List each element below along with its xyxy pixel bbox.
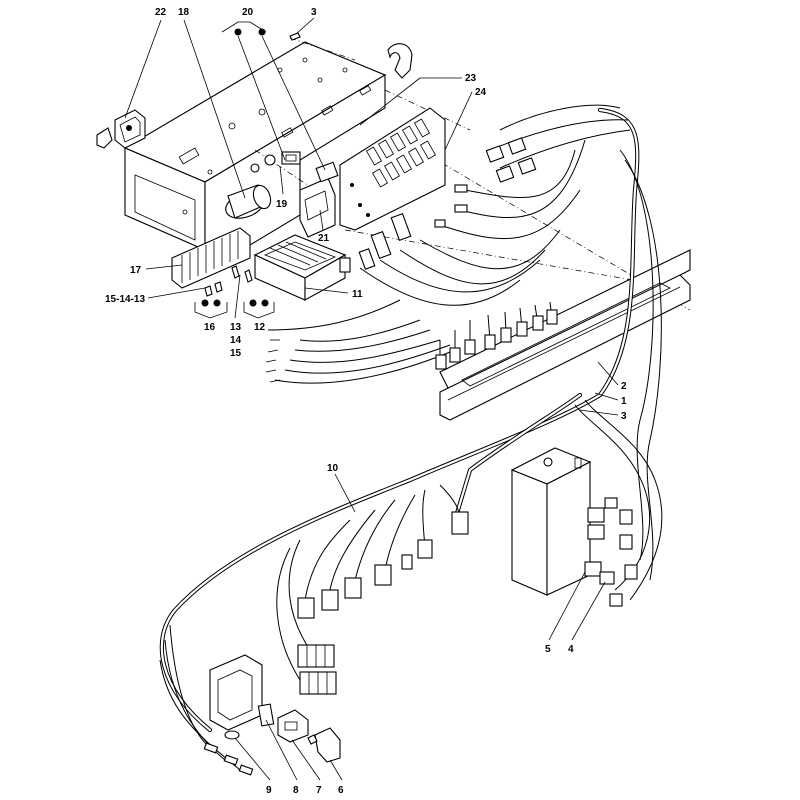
callout-labels: 22 18 20 3 23 24 19 21 17 15-14-13 11 16… (105, 7, 627, 796)
callout-3-right: 3 (621, 411, 627, 422)
callout-8: 8 (293, 785, 299, 796)
callout-14: 14 (230, 335, 242, 346)
part-21-relay-block (299, 161, 339, 238)
callout-22: 22 (155, 7, 167, 18)
callout-13: 13 (230, 322, 242, 333)
callout-15: 15 (230, 348, 242, 359)
part-11-transformer (253, 234, 347, 301)
callout-2: 2 (621, 381, 627, 392)
callout-4: 4 (568, 644, 574, 655)
part-24-control-board (339, 107, 446, 231)
callout-18: 18 (178, 7, 190, 18)
callout-20: 20 (242, 7, 254, 18)
callout-19: 19 (276, 199, 288, 210)
callout-15-14-13: 15-14-13 (105, 294, 145, 305)
callout-1: 1 (621, 396, 627, 407)
small-fittings (201, 265, 269, 307)
part-22-mounting-switch (96, 109, 146, 149)
part-19-fuse-holder (250, 151, 301, 173)
callout-5: 5 (545, 644, 551, 655)
part-6-plug (307, 727, 341, 763)
wire-clip-top (387, 43, 413, 79)
switch-box (510, 447, 638, 607)
callout-3-top: 3 (311, 7, 317, 18)
callout-9: 9 (266, 785, 272, 796)
callout-6: 6 (338, 785, 344, 796)
callout-24: 24 (475, 87, 487, 98)
part-17-terminal-strip (171, 227, 251, 289)
callout-12: 12 (254, 322, 266, 333)
callout-16: 16 (204, 322, 216, 333)
part-8-switch-plate (257, 703, 275, 727)
callout-23: 23 (465, 73, 477, 84)
callout-7: 7 (316, 785, 322, 796)
main-wire-harness (159, 104, 663, 771)
callout-10: 10 (327, 463, 339, 474)
callout-17: 17 (130, 265, 142, 276)
callout-11: 11 (352, 289, 363, 300)
part-9-bracket (209, 654, 263, 740)
callout-21: 21 (318, 233, 330, 244)
leader-lines (124, 17, 619, 781)
harness-connectors (203, 137, 558, 776)
part-18-capacitor (225, 184, 272, 219)
part-7-connector (277, 709, 309, 743)
